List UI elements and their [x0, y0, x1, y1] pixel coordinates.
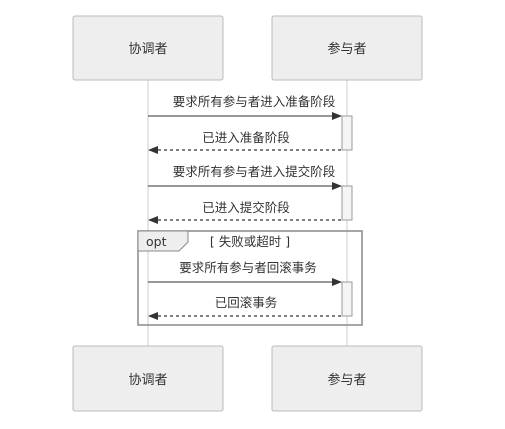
message-label: 已回滚事务 — [215, 295, 278, 310]
message-label: 要求所有参与者回滚事务 — [179, 260, 317, 275]
message-return-committed: 已进入提交阶段 — [148, 200, 342, 224]
participant-coordinator-bottom: 协调者 — [72, 345, 224, 412]
fragment-frame — [137, 230, 363, 326]
activation-bar — [341, 281, 353, 317]
message-return-prepared: 已进入准备阶段 — [148, 130, 342, 154]
arrow-head — [332, 112, 342, 120]
message-label: 要求所有参与者进入提交阶段 — [173, 164, 336, 179]
message-return-rolledback: 已回滚事务 — [148, 295, 342, 320]
fragment-condition: [ 失败或超时 ] — [210, 234, 290, 249]
participant-label: 协调者 — [128, 42, 167, 57]
activation-bar — [341, 185, 353, 221]
message-label: 要求所有参与者进入准备阶段 — [173, 94, 336, 109]
participant-label: 参与者 — [327, 41, 366, 57]
message-request-rollback: 要求所有参与者回滚事务 — [148, 260, 342, 286]
arrow-head — [332, 278, 342, 286]
participant-participant-bottom: 参与者 — [271, 345, 423, 412]
arrow-head — [148, 146, 158, 154]
message-request-prepare: 要求所有参与者进入准备阶段 — [148, 94, 342, 120]
participant-participant-top: 参与者 — [271, 15, 423, 81]
message-label: 已进入准备阶段 — [202, 130, 290, 145]
fragment-operator: opt — [146, 234, 167, 249]
fragment-tab — [137, 230, 189, 252]
arrow-head — [148, 216, 158, 224]
fragment-opt: opt [ 失败或超时 ] — [137, 230, 363, 326]
activation-bar — [341, 115, 353, 151]
arrow-head — [332, 182, 342, 190]
participant-label: 协调者 — [128, 373, 167, 388]
participant-coordinator-top: 协调者 — [72, 15, 224, 81]
message-request-commit: 要求所有参与者进入提交阶段 — [148, 164, 342, 190]
message-label: 已进入提交阶段 — [202, 200, 290, 215]
participant-label: 参与者 — [327, 372, 366, 388]
arrow-head — [148, 312, 158, 320]
